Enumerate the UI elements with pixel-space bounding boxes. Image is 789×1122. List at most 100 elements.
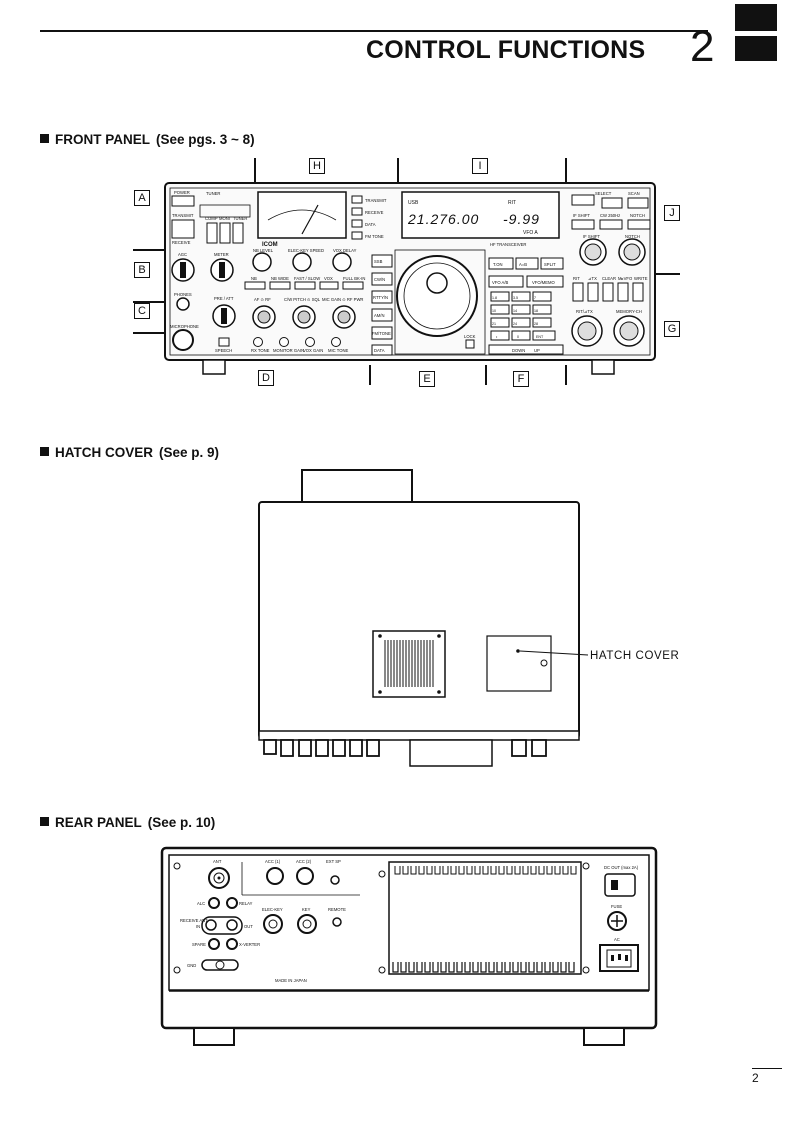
keypad-key-ent: ENT <box>536 335 544 339</box>
heatsink-fins-top <box>394 866 577 875</box>
brand-logo: ICOM <box>262 242 278 248</box>
label-a-eq-b: A=B <box>519 262 527 267</box>
display-frequency: 21.276.00 <box>407 211 479 227</box>
label-down: DOWN <box>512 348 525 353</box>
mode-button-fm-tone: FM/TONE <box>372 331 391 336</box>
label-preatt: PRE / ATT <box>214 296 234 301</box>
display-mode: USB <box>408 200 419 206</box>
section-front-panel: FRONT PANEL(See pgs. 3 ~ 8) <box>40 132 255 147</box>
label-meter: METER <box>214 252 229 257</box>
label-tuner: TUNER <box>206 191 220 196</box>
rear-label-gnd: GND <box>187 963 196 968</box>
ext-sp-jack <box>330 875 340 885</box>
keypad-key-10: 10 <box>492 309 496 313</box>
hatch-leader-line <box>519 650 589 656</box>
acc2-connector <box>296 867 314 885</box>
display-rit: RIT <box>508 200 516 206</box>
rear-label-ext-sp: EXT SP <box>326 859 341 864</box>
heatsink <box>388 861 582 975</box>
label-delta-tx: ⊿TX <box>588 276 597 281</box>
keypad-key-0: 0 <box>517 335 519 339</box>
label-comp: COMP <box>205 216 218 221</box>
keypad-key-18: 18 <box>534 309 538 313</box>
keypad-key-3-5: 3.5 <box>513 296 518 300</box>
label-moni: MONI <box>219 216 230 221</box>
label-vfo-ab: VFO A/B <box>492 280 508 285</box>
chapter-tab-top <box>735 4 777 31</box>
label-clear: CLEAR <box>602 276 616 281</box>
label-notch: NOTCH <box>630 213 645 218</box>
section-hatch-cover: HATCH COVER(See p. 9) <box>40 445 219 460</box>
label-af-rf: AF ⊙ RF <box>254 297 271 302</box>
label-speech: SPEECH <box>215 348 232 353</box>
mode-button-cw: CW/N <box>374 277 385 282</box>
meter-label-data: DATA <box>365 222 376 227</box>
bullet-square-icon <box>40 447 49 456</box>
label-notch-knob: NOTCH <box>625 234 640 239</box>
callout-d: D <box>258 370 274 386</box>
rear-label-dc-out: DC OUT (max 2A) <box>604 865 639 870</box>
front-foot-right <box>591 359 615 375</box>
label-agc: AGC <box>178 252 187 257</box>
rear-label-spare: SPARE <box>192 942 206 947</box>
label-cw250: CW 250Hz <box>600 213 620 218</box>
label-elec-key-speed: ELEC-KEY SPEED <box>288 248 324 253</box>
keypad-key-dot: • <box>496 335 498 339</box>
rear-label-made-in: MADE IN JAPAN <box>275 978 307 983</box>
relay-jack <box>226 897 238 909</box>
callout-i: I <box>472 158 488 174</box>
mode-button-rtty: RTTY/N <box>373 295 388 300</box>
label-vox: VOX <box>324 276 333 281</box>
label-m-vfo: M▸VFO <box>618 276 633 281</box>
rear-label-x-verter: X-VERTER <box>239 942 260 947</box>
rear-label-alc: ALC <box>197 901 205 906</box>
label-nb-level: NB LEVEL <box>253 248 274 253</box>
frequency-display <box>401 191 560 239</box>
label-vox-delay: VOX DELAY <box>333 248 357 253</box>
label-receive: RECEIVE <box>172 240 191 245</box>
bullet-square-icon <box>40 817 49 826</box>
section-rear-panel: REAR PANEL(See p. 10) <box>40 815 215 830</box>
handle-top <box>301 469 413 506</box>
label-write: WRITE <box>634 276 648 281</box>
mode-button-ssb: SSB <box>374 259 383 264</box>
label-microphone: MICROPHONE <box>170 324 199 329</box>
label-rx-tone: RX TONE <box>251 348 270 353</box>
phones-jack <box>176 297 190 311</box>
rear-foot-left <box>193 1027 235 1046</box>
label-up: UP <box>534 348 540 353</box>
rear-label-receive-ant: RECEIVE ANT <box>180 918 208 923</box>
callout-a: A <box>134 190 150 206</box>
label-t-on: T.ON <box>493 262 503 267</box>
display-offset: -9.99 <box>503 211 540 227</box>
header-rule <box>40 30 708 32</box>
keypad-key-24: 24 <box>513 322 517 326</box>
alc-jack <box>208 897 220 909</box>
x-verter-jack <box>226 938 238 950</box>
label-transmit: TRANSMIT <box>172 213 194 218</box>
grille-slots <box>384 640 434 687</box>
microphone-connector <box>172 329 194 351</box>
label-scan: SCAN <box>628 191 640 196</box>
label-if-shift-knob: IF SHIFT <box>583 234 600 239</box>
keypad-key-7: 7 <box>534 296 536 300</box>
label-select: SELECT <box>595 191 612 196</box>
page-title: CONTROL FUNCTIONS <box>366 36 646 64</box>
label-monitor-gain: MONITOR GAIN <box>273 348 304 353</box>
label-rit-knob: RIT/⊿TX <box>576 309 593 314</box>
rear-label-acc1: ACC (1) <box>265 859 281 864</box>
rear-label-ant: ANT <box>213 859 222 864</box>
meter-label-receive: RECEIVE <box>365 210 384 215</box>
rear-label-acc2: ACC (2) <box>296 859 312 864</box>
rear-label-in: IN <box>196 924 200 929</box>
rear-label-fuse: FUSE <box>611 904 622 909</box>
bullet-square-icon <box>40 134 49 143</box>
hatch-cover-plate <box>486 635 552 692</box>
callout-e: E <box>419 371 435 387</box>
label-nb: NB <box>251 276 257 281</box>
label-mic-tone: MIC TONE <box>328 348 349 353</box>
label-rit: RIT <box>573 276 580 281</box>
label-phones: PHONES <box>174 292 192 297</box>
